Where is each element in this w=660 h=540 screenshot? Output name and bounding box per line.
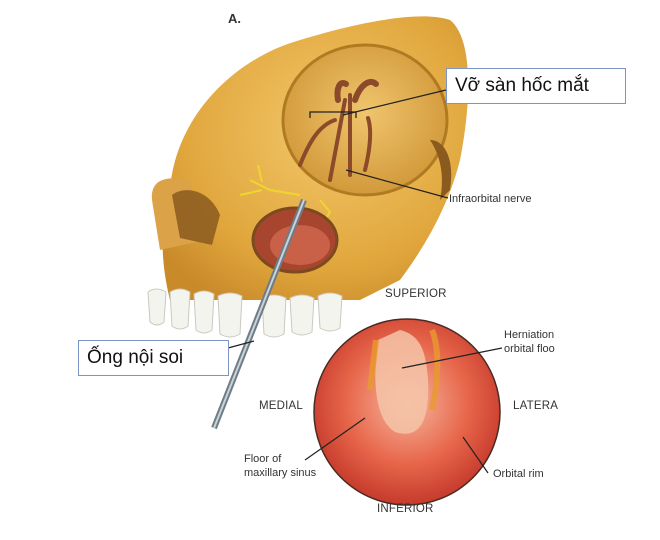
endoscopic-view [313, 318, 501, 506]
callout-orbital-floor-fracture: Vỡ sàn hốc mắt [446, 68, 626, 104]
label-floor-maxillary-sinus: Floor of maxillary sinus [244, 452, 316, 480]
label-herniation-line2: orbital floo [504, 343, 555, 355]
figure-letter: A. [228, 11, 241, 26]
direction-superior: SUPERIOR [385, 288, 447, 300]
leader-lines [227, 89, 503, 474]
direction-inferior: INFERIOR [377, 503, 434, 515]
direction-medial: MEDIAL [259, 400, 304, 412]
label-infraorbital-nerve: Infraorbital nerve [449, 193, 532, 205]
callout-endoscope: Ống nội soi [78, 340, 229, 376]
endoscope-tube [211, 198, 307, 430]
label-floor-line2: maxillary sinus [244, 467, 317, 479]
label-herniation: Herniation orbital floo [504, 328, 555, 356]
teeth [147, 288, 343, 338]
label-orbital-rim: Orbital rim [493, 468, 544, 480]
label-herniation-line1: Herniation [504, 329, 555, 341]
direction-lateral: LATERA [513, 400, 559, 412]
skull [151, 16, 469, 300]
label-floor-line1: Floor of [244, 453, 282, 465]
